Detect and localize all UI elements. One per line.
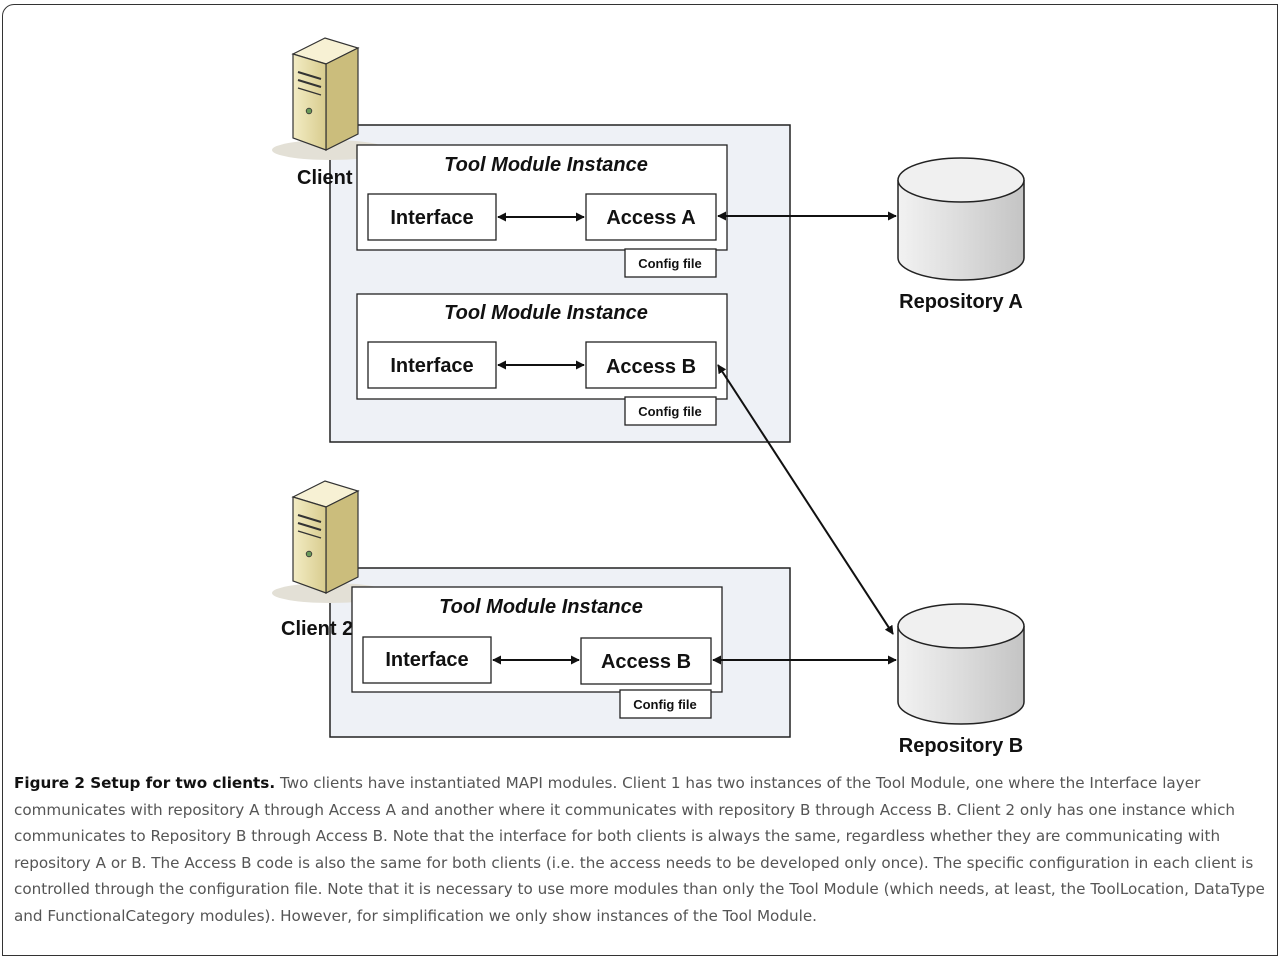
client-1-label: Client 1: [297, 167, 369, 189]
figure-frame: [2, 4, 1278, 956]
tool-module-instance: Tool Module Instance Interface Access A …: [356, 144, 728, 278]
tool-module-instance: Tool Module Instance Interface Access B …: [351, 586, 723, 719]
config-file-box: [624, 396, 717, 426]
caption-text: Two clients have instantiated MAPI modul…: [14, 774, 1265, 925]
instance-title: Tool Module Instance: [444, 302, 648, 324]
access-box: [580, 637, 712, 685]
interface-label: Interface: [390, 207, 473, 229]
interface-box: [362, 636, 492, 684]
tool-module-instance: Tool Module Instance Interface Access B …: [356, 293, 728, 426]
config-file-label: Config file: [638, 256, 702, 271]
config-file-box: [619, 689, 712, 719]
access-b-repository-b-connector: [717, 364, 894, 635]
setup-diagram: Client 1 Client 2 Tool Module Instance I…: [272, 37, 1025, 757]
repository-a-cylinder: [897, 157, 1025, 281]
access-box: [585, 341, 717, 389]
config-file-label: Config file: [638, 404, 702, 419]
interface-box: [367, 341, 497, 389]
config-file-box: [624, 248, 717, 278]
interface-label: Interface: [385, 649, 468, 671]
repository-a-label: Repository A: [899, 291, 1023, 313]
interface-label: Interface: [390, 355, 473, 377]
instance-title: Tool Module Instance: [444, 154, 648, 176]
access-label: Access B: [606, 356, 696, 378]
client-2-label: Client 2: [281, 618, 353, 640]
access-label: Access B: [601, 651, 691, 673]
access-box: [585, 193, 717, 241]
caption-heading: Figure 2 Setup for two clients.: [14, 774, 276, 792]
config-file-label: Config file: [633, 697, 697, 712]
server-icon: [272, 37, 388, 160]
repository-b-cylinder: [897, 603, 1025, 725]
repository-b-label: Repository B: [899, 735, 1023, 757]
instance-title: Tool Module Instance: [439, 596, 643, 618]
figure-caption: Figure 2 Setup for two clients. Two clie…: [14, 770, 1266, 929]
access-label: Access A: [606, 207, 695, 229]
interface-box: [367, 193, 497, 241]
